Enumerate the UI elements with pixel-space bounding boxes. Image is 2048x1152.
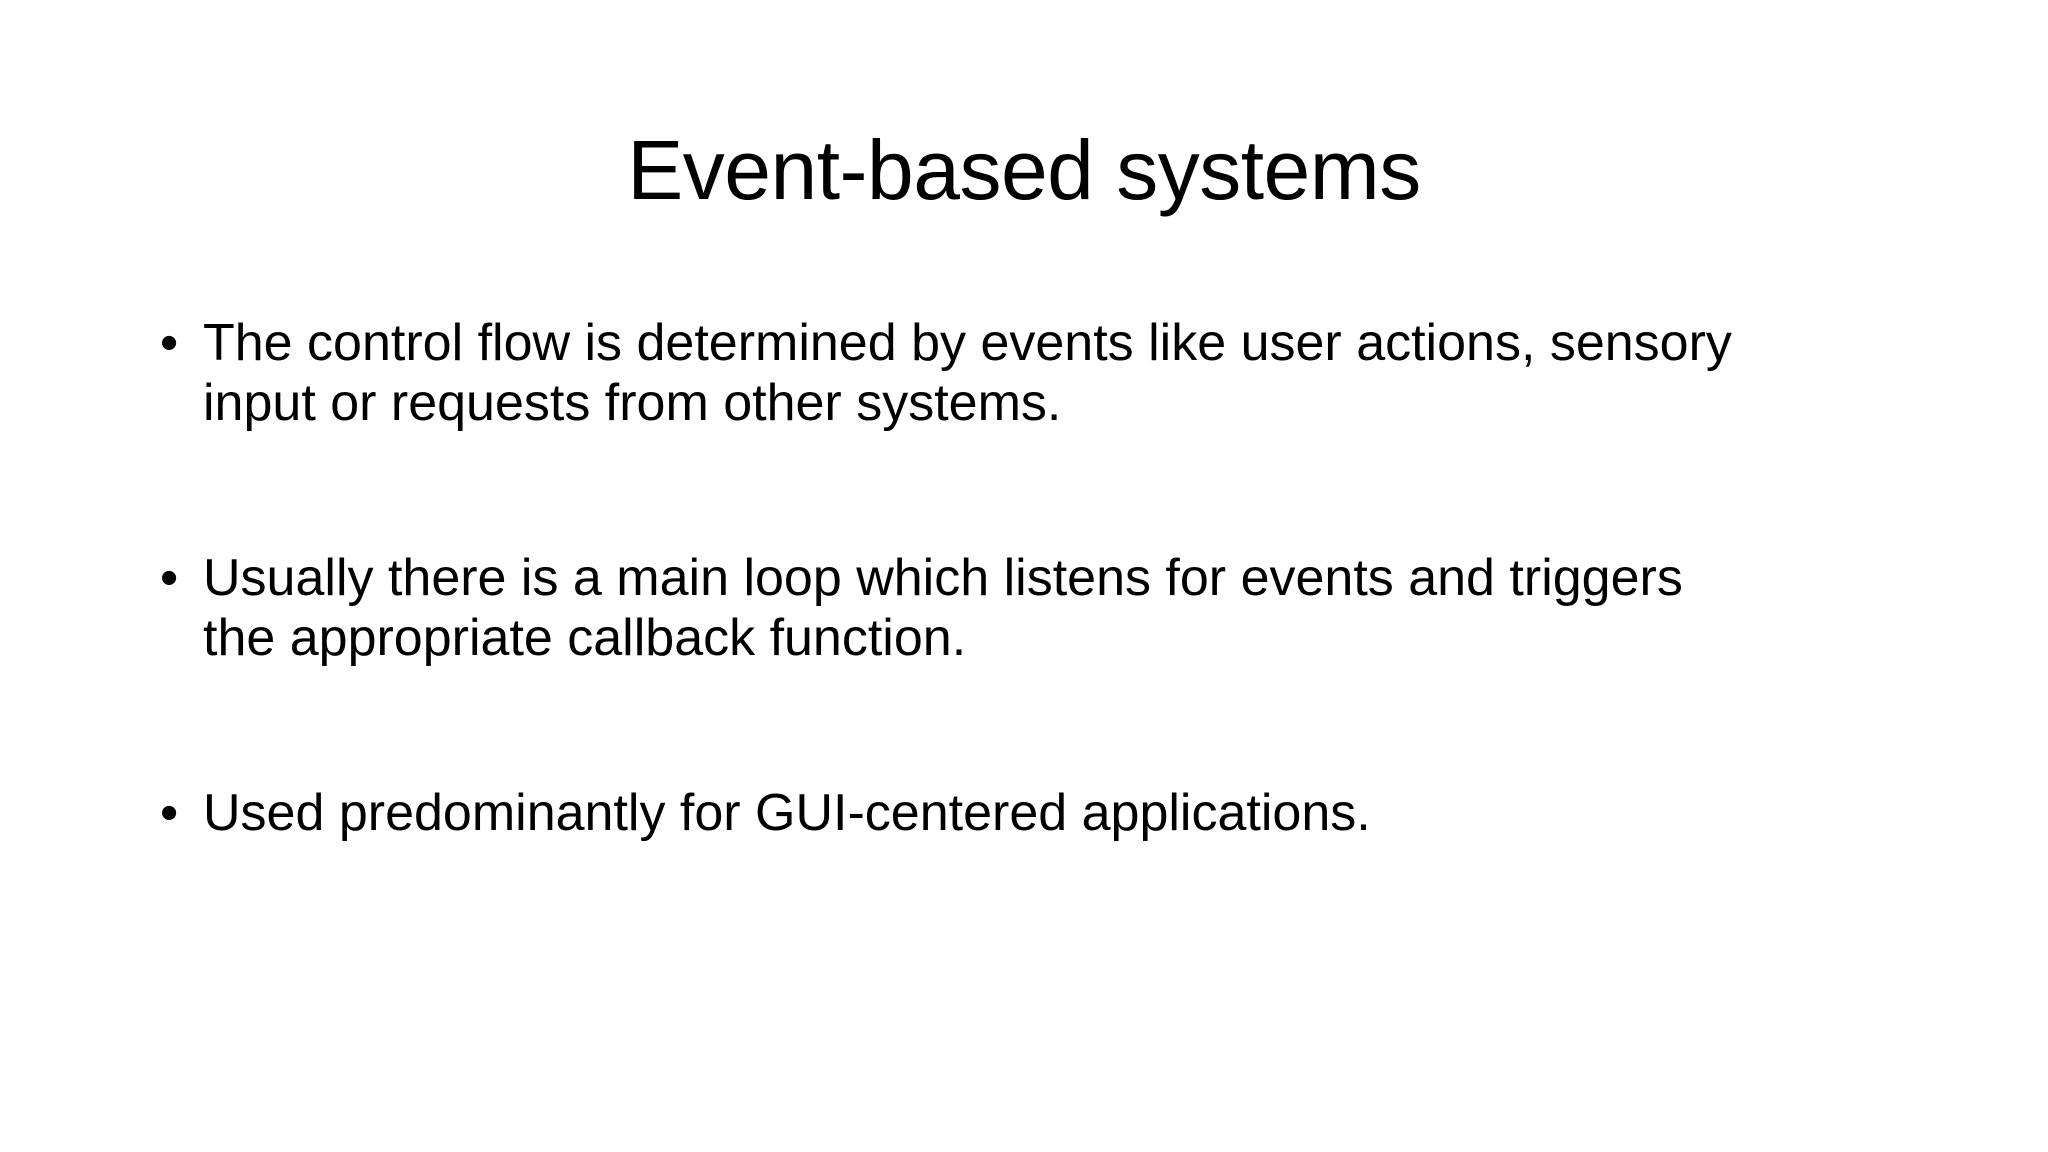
slide-title: Event-based systems — [627, 123, 1421, 217]
bullet-dot-icon: • — [160, 549, 179, 607]
bullet-2-line-2: the appropriate callback function. — [203, 609, 967, 667]
bullet-dot-icon: • — [160, 314, 179, 372]
bullet-dot-icon: • — [160, 784, 179, 842]
bullet-item-1: • The control flow is determined by even… — [160, 313, 1960, 433]
bullet-item-3: • Used predominantly for GUI-centered ap… — [160, 783, 1960, 843]
bullet-2-line-1: Usually there is a main loop which liste… — [203, 549, 1683, 607]
bullet-1-line-1: The control flow is determined by events… — [203, 314, 1732, 372]
bullet-item-2: • Usually there is a main loop which lis… — [160, 548, 1960, 668]
bullet-1-line-2: input or requests from other systems. — [203, 374, 1062, 432]
bullet-3-line-1: Used predominantly for GUI-centered appl… — [203, 784, 1371, 842]
bullet-list: • The control flow is determined by even… — [160, 313, 1960, 958]
